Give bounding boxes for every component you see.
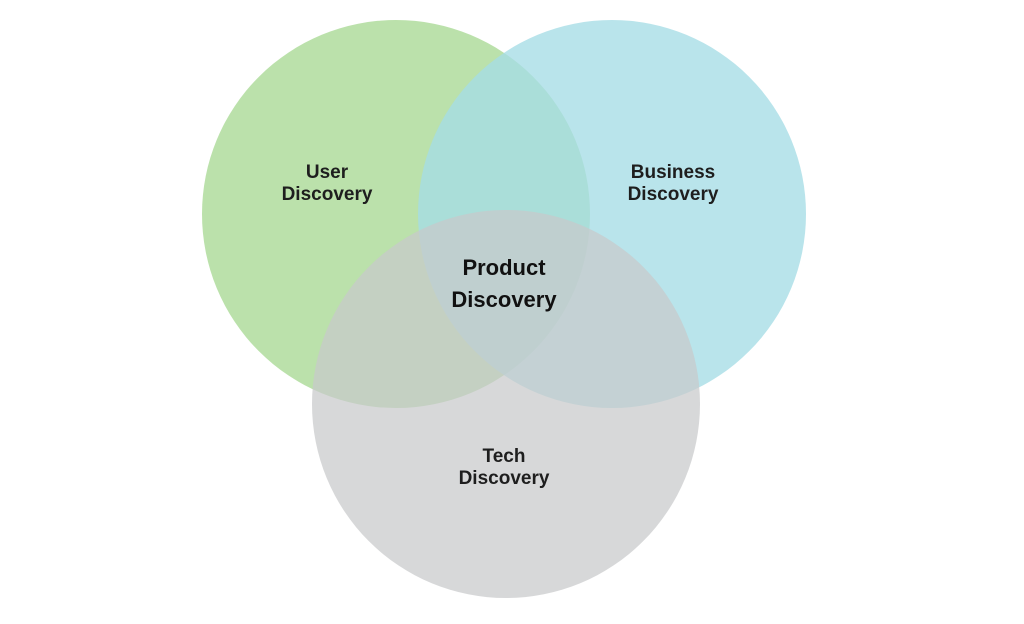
user-discovery-label-line2: Discovery xyxy=(281,184,373,205)
product-discovery-label-line1: Product xyxy=(462,255,546,280)
business-discovery-label: Business Discovery xyxy=(628,162,719,206)
business-discovery-label-line2: Discovery xyxy=(627,184,719,205)
tech-discovery-label-line2: Discovery xyxy=(458,468,550,489)
tech-discovery-label: Tech Discovery xyxy=(459,446,550,490)
product-discovery-label-line2: Discovery xyxy=(451,287,557,312)
user-discovery-label-line1: User xyxy=(305,162,349,183)
tech-discovery-label-line1: Tech xyxy=(482,446,526,467)
tech-discovery-circle xyxy=(312,210,700,598)
product-discovery-label: Product Discovery xyxy=(451,252,556,316)
business-discovery-label-line1: Business xyxy=(630,162,716,183)
user-discovery-label: User Discovery xyxy=(282,162,373,206)
